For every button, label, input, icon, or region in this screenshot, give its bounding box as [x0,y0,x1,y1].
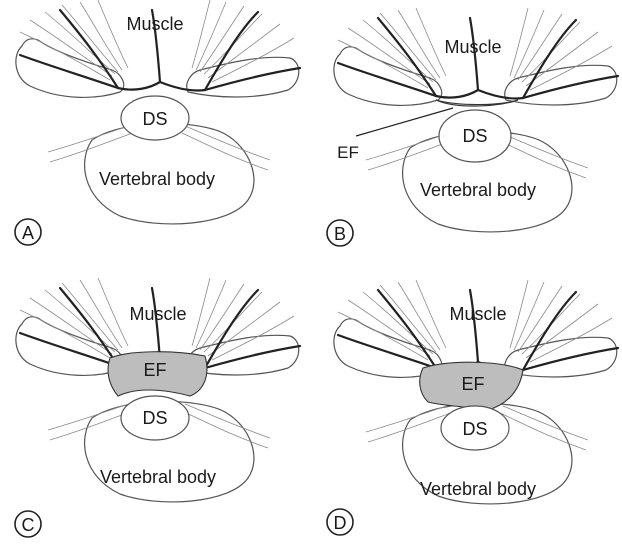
panel-d: Muscle EF DS Vertebral body D [327,280,618,535]
panel-c: Muscle EF DS Vertebral body C [15,278,300,537]
muscle-label-d: Muscle [449,304,506,324]
ds-label-c: DS [142,408,167,428]
ef-label-c: EF [143,360,166,380]
epidural-fat-b [436,100,518,106]
ef-label-b: EF [337,143,359,162]
muscle-label-a: Muscle [126,14,183,34]
panel-letter-c: C [22,515,35,535]
ds-label-a: DS [142,109,167,129]
vertebral-body-label-c: Vertebral body [100,467,216,487]
panel-letter-b: B [334,224,346,244]
ds-label-b: DS [462,126,487,146]
ef-leader-line-b [356,108,453,136]
vertebral-body-label-b: Vertebral body [420,180,536,200]
ds-label-d: DS [462,419,487,439]
panel-b: Muscle DS EF Vertebral body B [327,8,618,246]
panel-letter-a: A [22,223,34,243]
ef-label-d: EF [461,374,484,394]
muscle-label-b: Muscle [444,37,501,57]
vertebral-body-label-d: Vertebral body [420,479,536,499]
panel-letter-d: D [334,513,347,533]
panel-a: Muscle DS Vertebral body A [15,0,300,245]
muscle-label-c: Muscle [129,304,186,324]
vertebral-body-label-a: Vertebral body [99,169,215,189]
